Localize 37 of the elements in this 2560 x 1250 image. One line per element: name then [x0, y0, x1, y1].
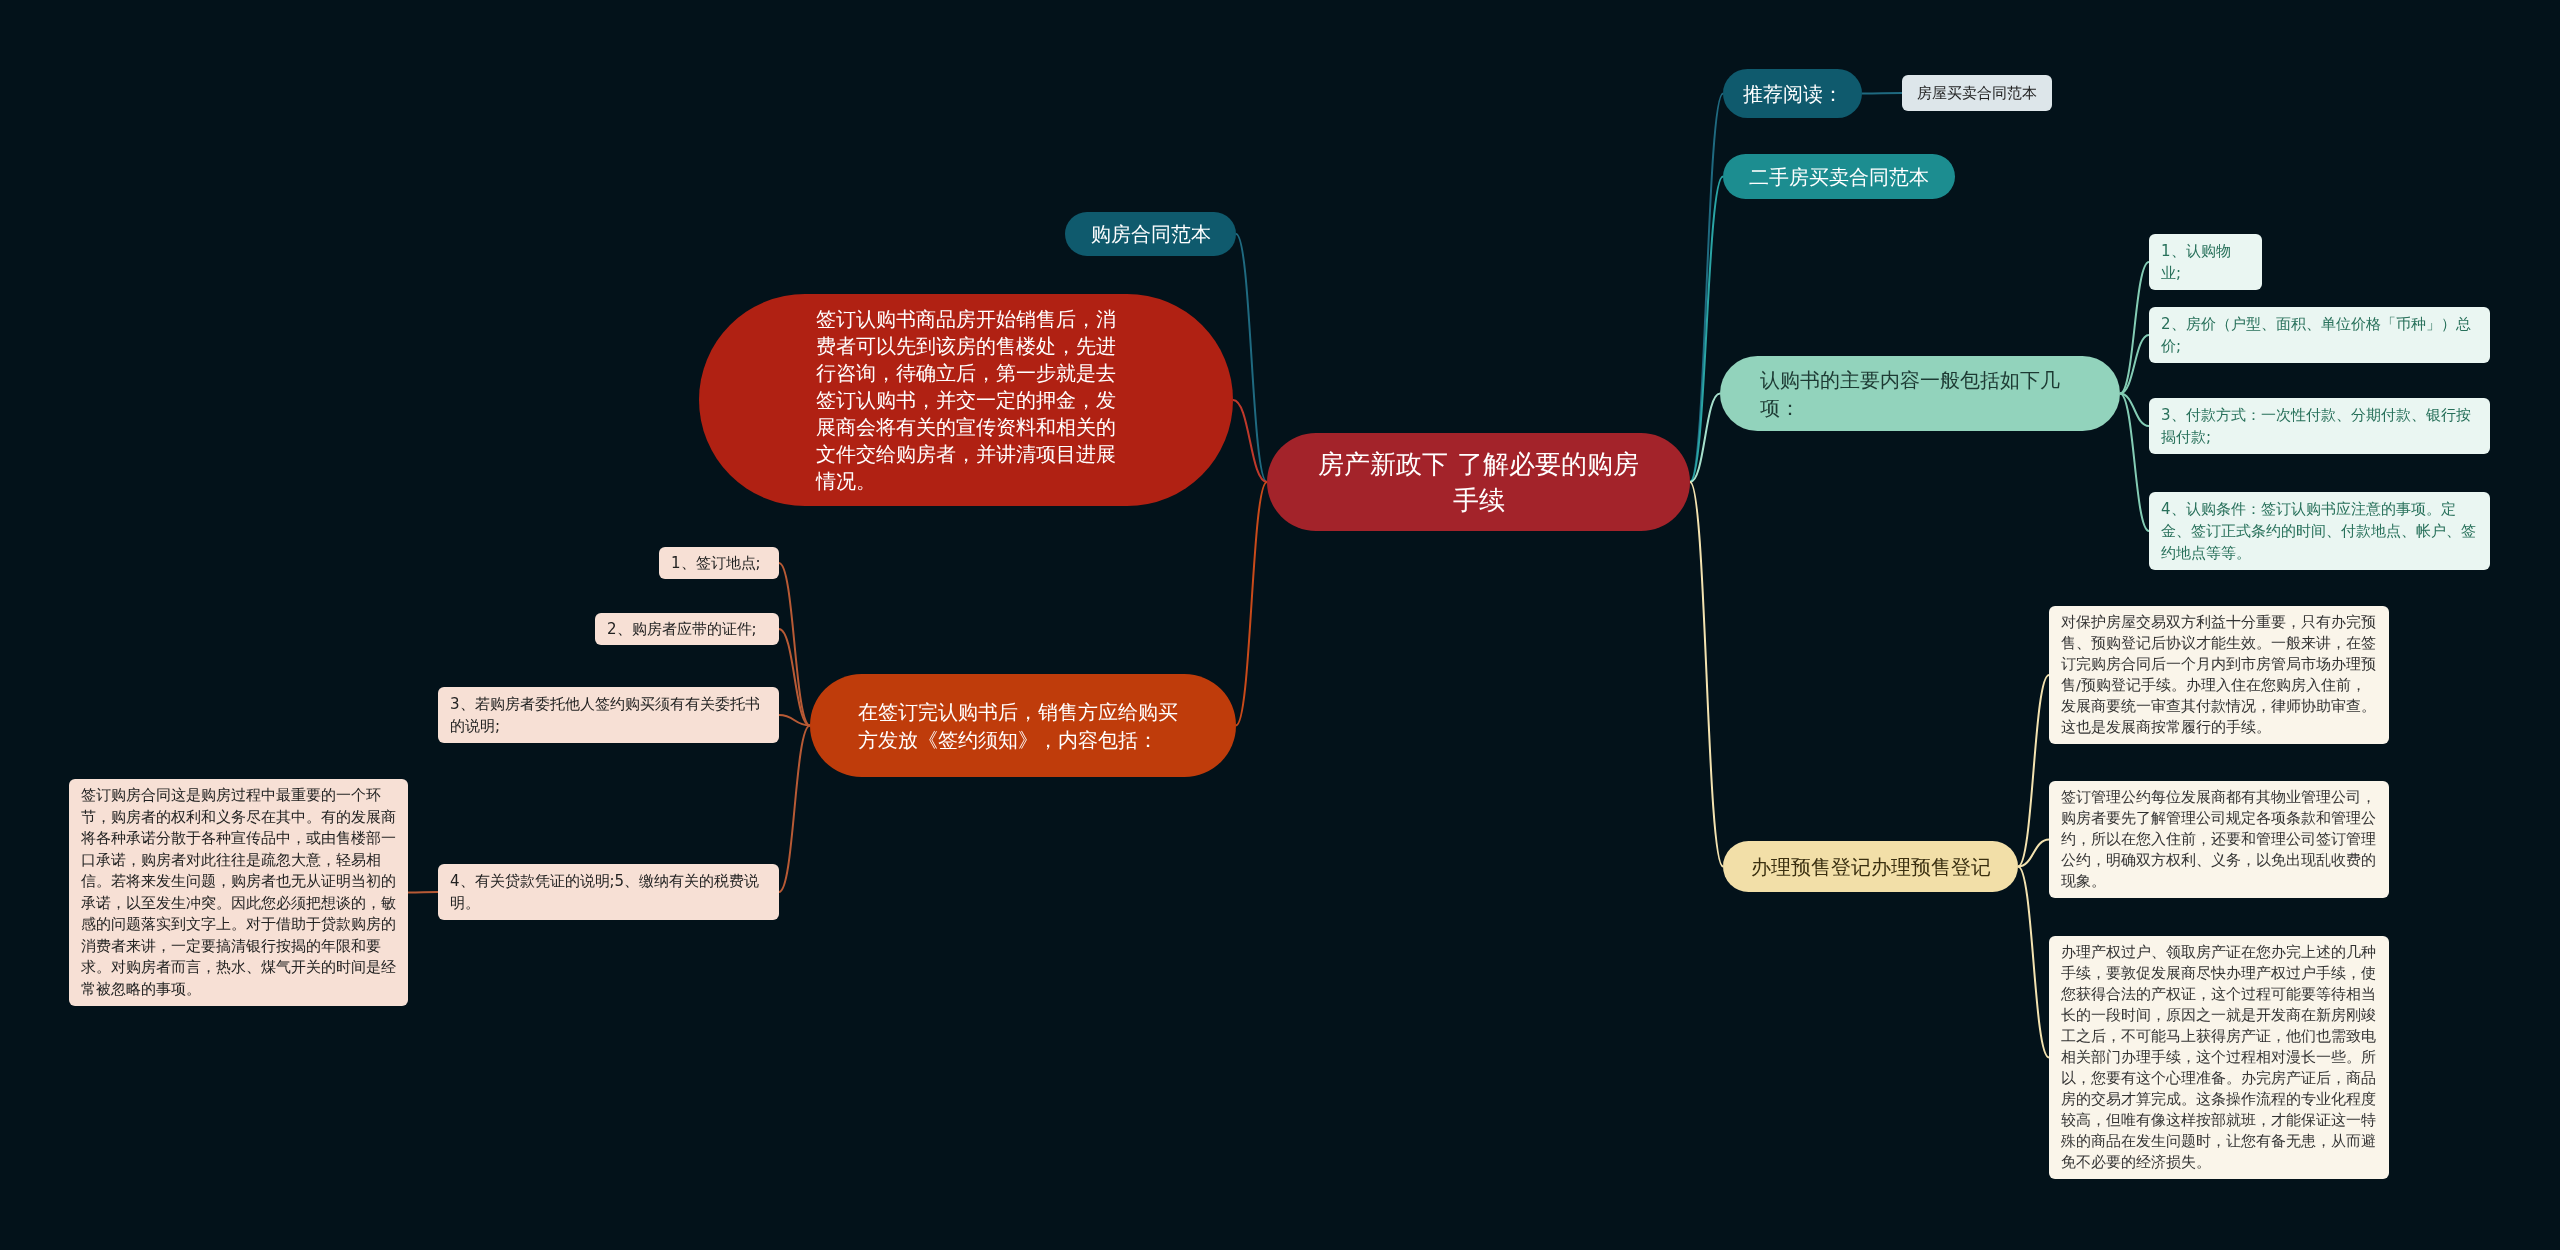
- note-box: 签订购房合同这是购房过程中最重要的一个环节，购房者的权利和义务尽在其中。有的发展商将各种承诺分散于各种宣传品中，或由售楼部一口承诺，购房者对此往往是疏忽大意，轻易相信。若将来发生问题，购房者也无从证明当初的承诺，以至发生冲突。因此您必须把想谈的，敏感的问题落实到文字上。对于借助于贷款购房的消费者来讲，一定要搞清银行按揭的年限和要求。对购房者而言，热水、煤气开关的时间是经常被忽略的事项。: [69, 779, 408, 1006]
- note-box: 对保护房屋交易双方利益十分重要，只有办完预售、预购登记后协议才能生效。一般来讲，在签订完购房合同后一个月内到市房管局市场办理预售/预购登记手续。办理入住在您购房入住前，发展商要统一审查其付款情况，律师协助审查。这也是发展商按常履行的手续。: [2049, 606, 2389, 744]
- root-topic: 房产新政下 了解必要的购房手续: [1267, 433, 1690, 531]
- topic-pill: 认购书的主要内容一般包括如下几项：: [1720, 356, 2120, 431]
- topic-pill: 推荐阅读：: [1723, 69, 1862, 118]
- topic-pill: 二手房买卖合同范本: [1723, 154, 1955, 199]
- connector-line: [1235, 233, 1268, 483]
- connector-line: [2017, 674, 2050, 868]
- topic-pill: 购房合同范本: [1065, 212, 1236, 256]
- subtopic-box: 3、若购房者委托他人签约购买须有有关委托书的说明;: [438, 687, 779, 743]
- connector-line: [2017, 865, 2050, 1059]
- connector-line: [1689, 392, 1721, 483]
- topic-pill: 在签订完认购书后，销售方应给购买方发放《签约须知》，内容包括：: [810, 674, 1236, 777]
- connector-line: [2119, 392, 2150, 532]
- connector-line: [1689, 175, 1724, 483]
- subtopic-box: 1、认购物业;: [2149, 234, 2262, 290]
- subtopic-box: 房屋买卖合同范本: [1902, 75, 2052, 111]
- subtopic-box: 3、付款方式：一次性付款、分期付款、银行按揭付款;: [2149, 398, 2490, 454]
- subtopic-box: 1、签订地点;: [659, 547, 779, 579]
- subtopic-box: 2、购房者应带的证件;: [595, 613, 779, 645]
- connector-line: [778, 724, 811, 893]
- topic-pill: 签订认购书商品房开始销售后，消费者可以先到该房的售楼处，先进行咨询，待确立后，第一步就是去签订认购书，并交一定的押金，发展商会将有关的宣传资料和相关的文件交给购房者，并讲清项目进展情况。: [699, 294, 1233, 506]
- topic-pill: 办理预售登记办理预售登记: [1723, 841, 2018, 892]
- connector-line: [1861, 92, 1903, 95]
- connector-line: [778, 714, 811, 727]
- connector-line: [2017, 838, 2050, 868]
- subtopic-box: 4、有关贷款凭证的说明;5、缴纳有关的税费说明。: [438, 864, 779, 920]
- connector-line: [1235, 481, 1268, 727]
- connector-line: [1689, 481, 1724, 868]
- connector-line: [2119, 261, 2150, 395]
- connector-line: [2119, 392, 2150, 427]
- note-box: 签订管理公约每位发展商都有其物业管理公司，购房者要先了解管理公司规定各项条款和管理公约，所以在您入住前，还要和管理公司签订管理公约，明确双方权利、义务，以免出现乱收费的现象。: [2049, 781, 2389, 898]
- connector-line: [407, 891, 439, 894]
- connector-line: [1232, 399, 1268, 483]
- note-box: 办理产权过户、领取房产证在您办完上述的几种手续，要敦促发展商尽快办理产权过户手续，使您获得合法的产权证，这个过程可能要等待相当长的一段时间，原因之一就是开发商在新房刚竣工之后，不可能马上获得房产证，他们也需致电相关部门办理手续，这个过程相对漫长一些。所以，您要有这个心理准备。办完房产证后，商品房的交易才算完成。这条操作流程的专业化程度较高，但唯有像这样按部就班，才能保证这一特殊的商品在发生问题时，让您有备无患，从而避免不必要的经济损失。: [2049, 936, 2389, 1179]
- subtopic-box: 2、房价（户型、面积、单位价格「币种」）总价;: [2149, 307, 2490, 363]
- subtopic-box: 4、认购条件：签订认购书应注意的事项。定金、签订正式条约的时间、付款地点、帐户、签约地点等等。: [2149, 492, 2490, 570]
